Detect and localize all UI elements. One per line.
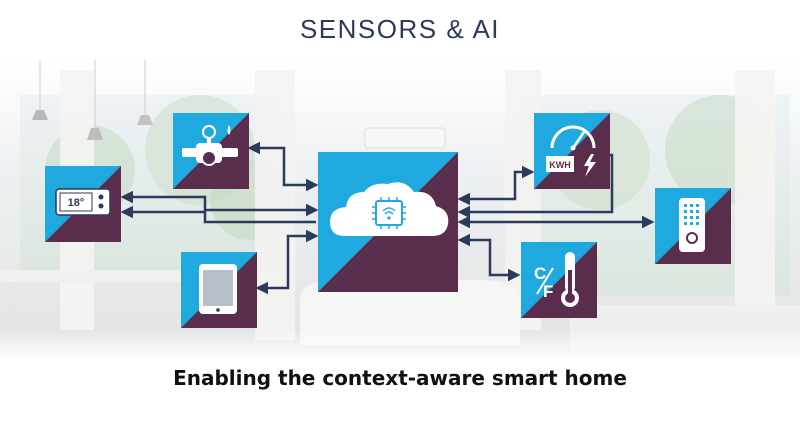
arrow-thermostat-cloud-2 — [120, 205, 316, 224]
diagram-title: SENSORS & AI — [299, 14, 501, 44]
temperature-sensor-tile: C F — [521, 242, 597, 318]
arrow-cloud-remote-1 — [457, 153, 614, 219]
remote-control-icon — [679, 198, 705, 252]
energy-meter-icon: KWH — [546, 125, 596, 177]
remote-control-tile — [655, 188, 731, 264]
arrow-thermostat-cloud-1 — [120, 190, 319, 217]
water-valve-tile — [173, 113, 249, 189]
thermometer-icon: C F — [534, 252, 579, 307]
fahrenheit-label: F — [543, 282, 553, 301]
thermostat-display: 18° — [68, 197, 85, 209]
celsius-label: C — [534, 264, 546, 283]
arrow-cloud-thermometer — [457, 233, 521, 282]
arrow-cloud-energy — [457, 165, 535, 206]
cloud-ai-tile — [318, 152, 458, 292]
thermostat-icon: 18° — [55, 188, 111, 216]
energy-meter-label: KWH — [549, 160, 571, 170]
tablet-icon — [199, 264, 237, 314]
cloud-chip-icon — [330, 182, 449, 236]
thermostat-tile: 18° — [45, 166, 121, 242]
energy-meter-tile: KWH — [534, 113, 610, 189]
arrow-valve-cloud — [247, 141, 319, 192]
tablet-tile — [181, 252, 257, 328]
water-valve-icon — [182, 125, 238, 166]
connectors — [120, 141, 655, 295]
diagram-caption: Enabling the context-aware smart home — [173, 366, 627, 390]
arrow-tablet-cloud — [255, 229, 319, 295]
